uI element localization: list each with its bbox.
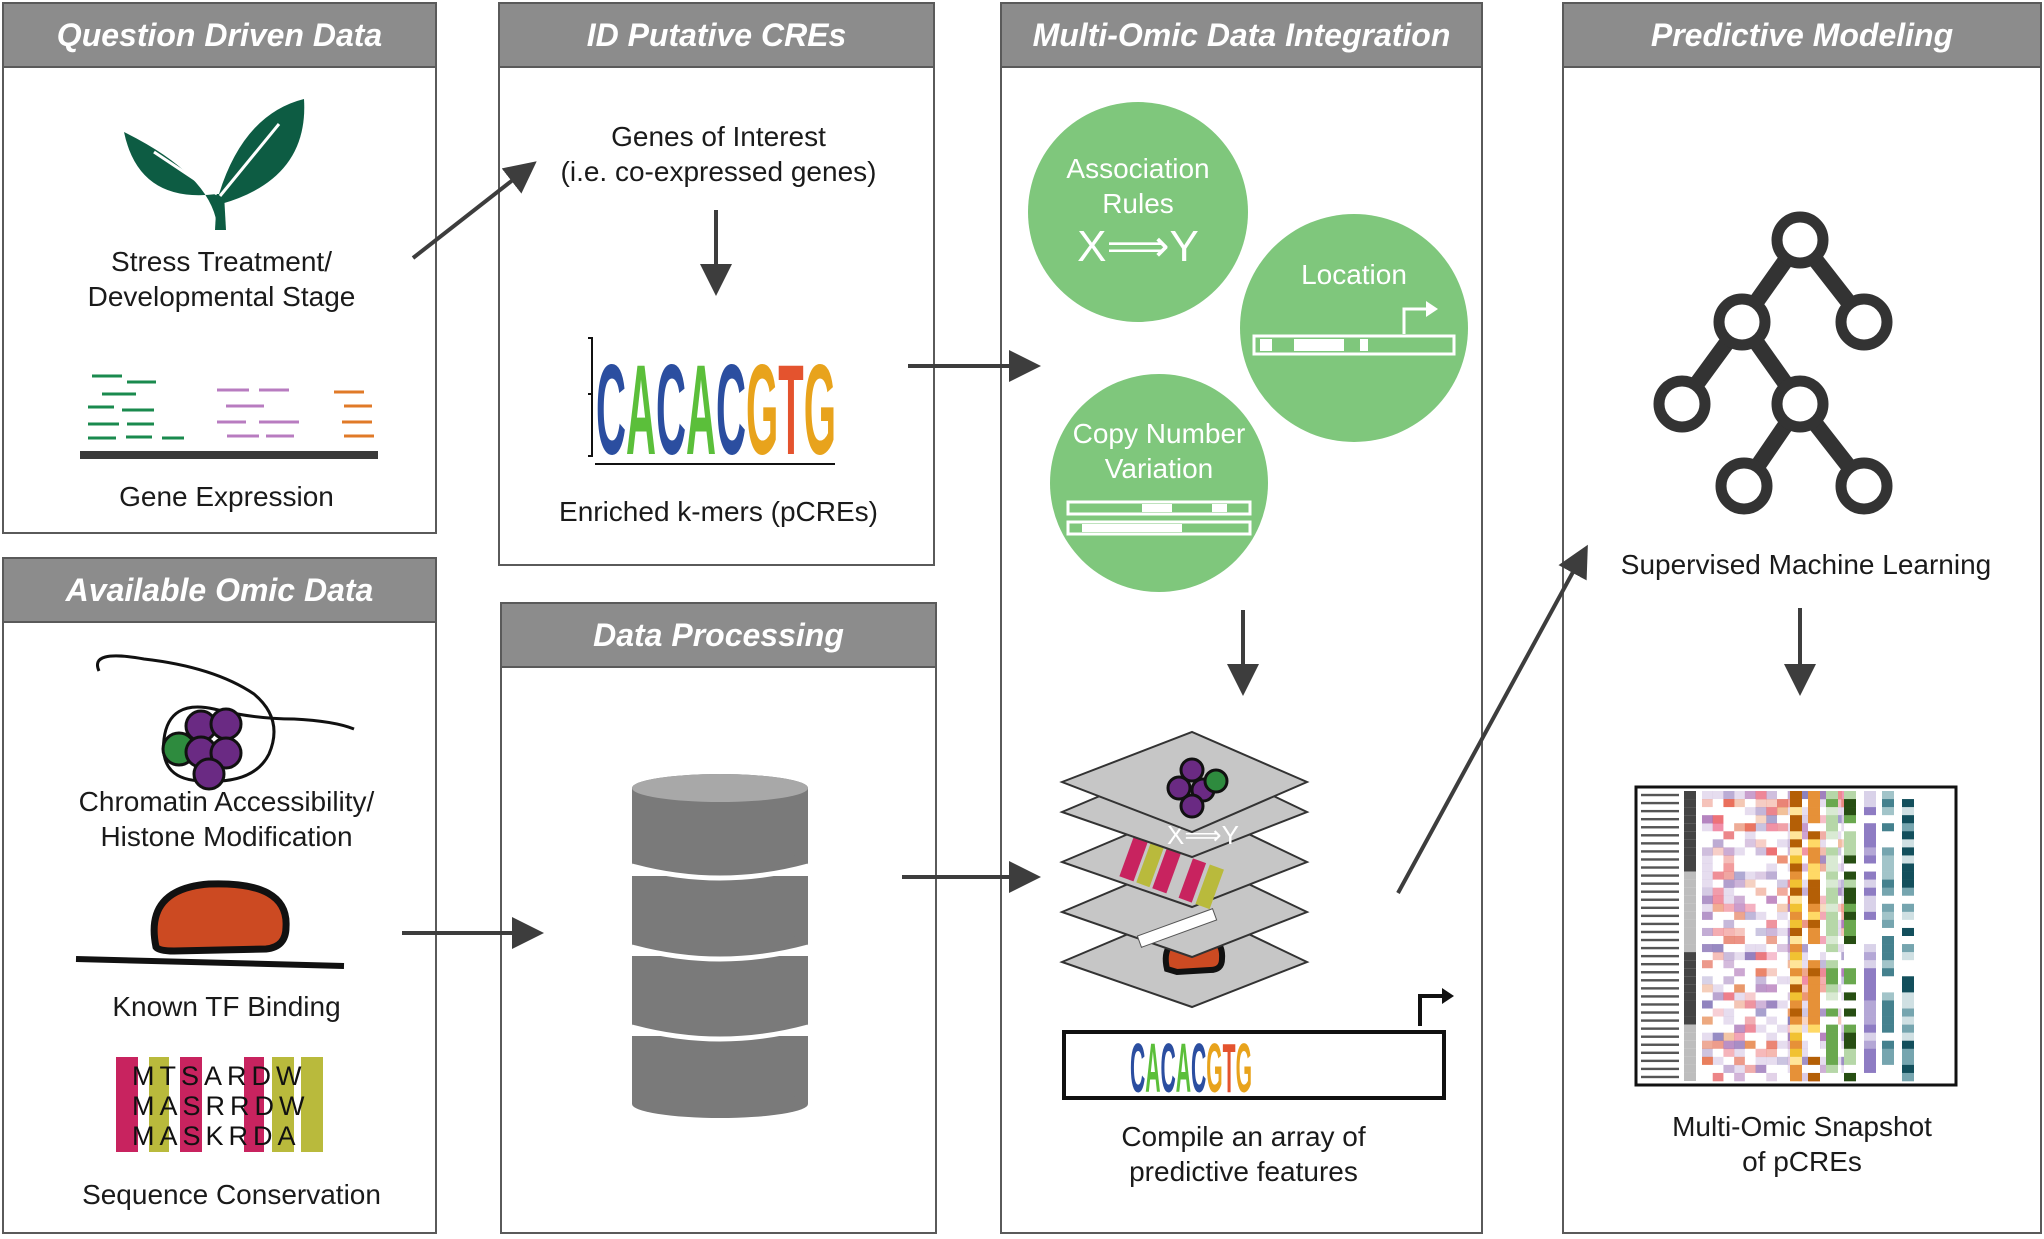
- location-gene-icon: [1252, 301, 1456, 356]
- feature-layers-stack: X⟹Y CACACGTG: [1059, 730, 1454, 1107]
- location-circle: [1240, 214, 1468, 442]
- decision-tree-icon: [1653, 211, 1893, 515]
- genes-of-interest-label: Genes of Interest (i.e. co-expressed gen…: [560, 121, 877, 187]
- tf-binding-label: Known TF Binding: [112, 991, 341, 1022]
- plant-icon: [124, 99, 305, 230]
- sequence-alignment-icon: MTSARDW MASRRDW MASKRDA: [116, 1057, 323, 1152]
- association-rules-circle: [1028, 102, 1248, 322]
- association-symbol: X⟹Y: [1077, 222, 1199, 271]
- supervised-ml-label: Supervised Machine Learning: [1620, 549, 1992, 580]
- kmer-motif-logo: CACACGTG: [588, 337, 836, 482]
- arrow-question-to-putative: [411, 161, 537, 260]
- panel-id-putative-cres: ID Putative CREs Genes of Interest (i.e.…: [498, 2, 935, 566]
- cnv-icon: [1066, 500, 1252, 536]
- panel-predictive-modeling: Predictive Modeling Supervised Machine L…: [1562, 2, 2042, 1234]
- panel-title-modeling: Predictive Modeling: [1564, 4, 2040, 68]
- kmer-motif-text: CACACGTG: [596, 339, 836, 482]
- panel-title-processing: Data Processing: [502, 604, 935, 668]
- panel-title-putative: ID Putative CREs: [500, 4, 933, 68]
- chromatin-icon: [96, 654, 355, 791]
- multi-omic-heatmap: [1634, 785, 1958, 1087]
- alignment-row-3: MASKRDA: [132, 1121, 301, 1151]
- multi-omic-snapshot-label: Multi-Omic Snapshot of pCREs: [1672, 1111, 1932, 1177]
- location-label: Location: [1301, 259, 1407, 290]
- copy-number-circle: [1050, 374, 1268, 592]
- panel-title-omic: Available Omic Data: [4, 559, 435, 623]
- panel-data-processing: Data Processing: [500, 602, 937, 1234]
- tf-binding-icon: [75, 880, 345, 969]
- panel-question-driven-data: Question Driven Data Stress Treatment/ D…: [2, 2, 437, 534]
- association-rules-label: Association Rules: [1066, 153, 1210, 219]
- arrow-integration-to-modeling: [1396, 544, 1588, 894]
- chromatin-accessibility-label: Chromatin Accessibility/ Histone Modific…: [78, 786, 375, 852]
- alignment-row-1: MTSARDW: [132, 1061, 306, 1091]
- sequence-conservation-label: Sequence Conservation: [82, 1179, 381, 1210]
- panel-title-question: Question Driven Data: [4, 4, 435, 68]
- stress-treatment-label: Stress Treatment/ Developmental Stage: [87, 246, 356, 312]
- copy-number-label: Copy Number Variation: [1072, 418, 1246, 484]
- panel-available-omic-data: Available Omic Data Chromatin Accessibil…: [2, 557, 437, 1234]
- panel-title-integration: Multi-Omic Data Integration: [1002, 4, 1481, 68]
- database-icon: [631, 774, 809, 1118]
- enriched-kmers-label: Enriched k-mers (pCREs): [559, 496, 878, 527]
- gene-expression-label: Gene Expression: [119, 481, 334, 512]
- integration-motif-text: CACACGTG: [1130, 1029, 1252, 1107]
- compile-features-label: Compile an array of predictive features: [1121, 1121, 1366, 1187]
- alignment-row-2: MASRRDW: [132, 1091, 310, 1121]
- gene-expression-reads-icon: [80, 374, 378, 459]
